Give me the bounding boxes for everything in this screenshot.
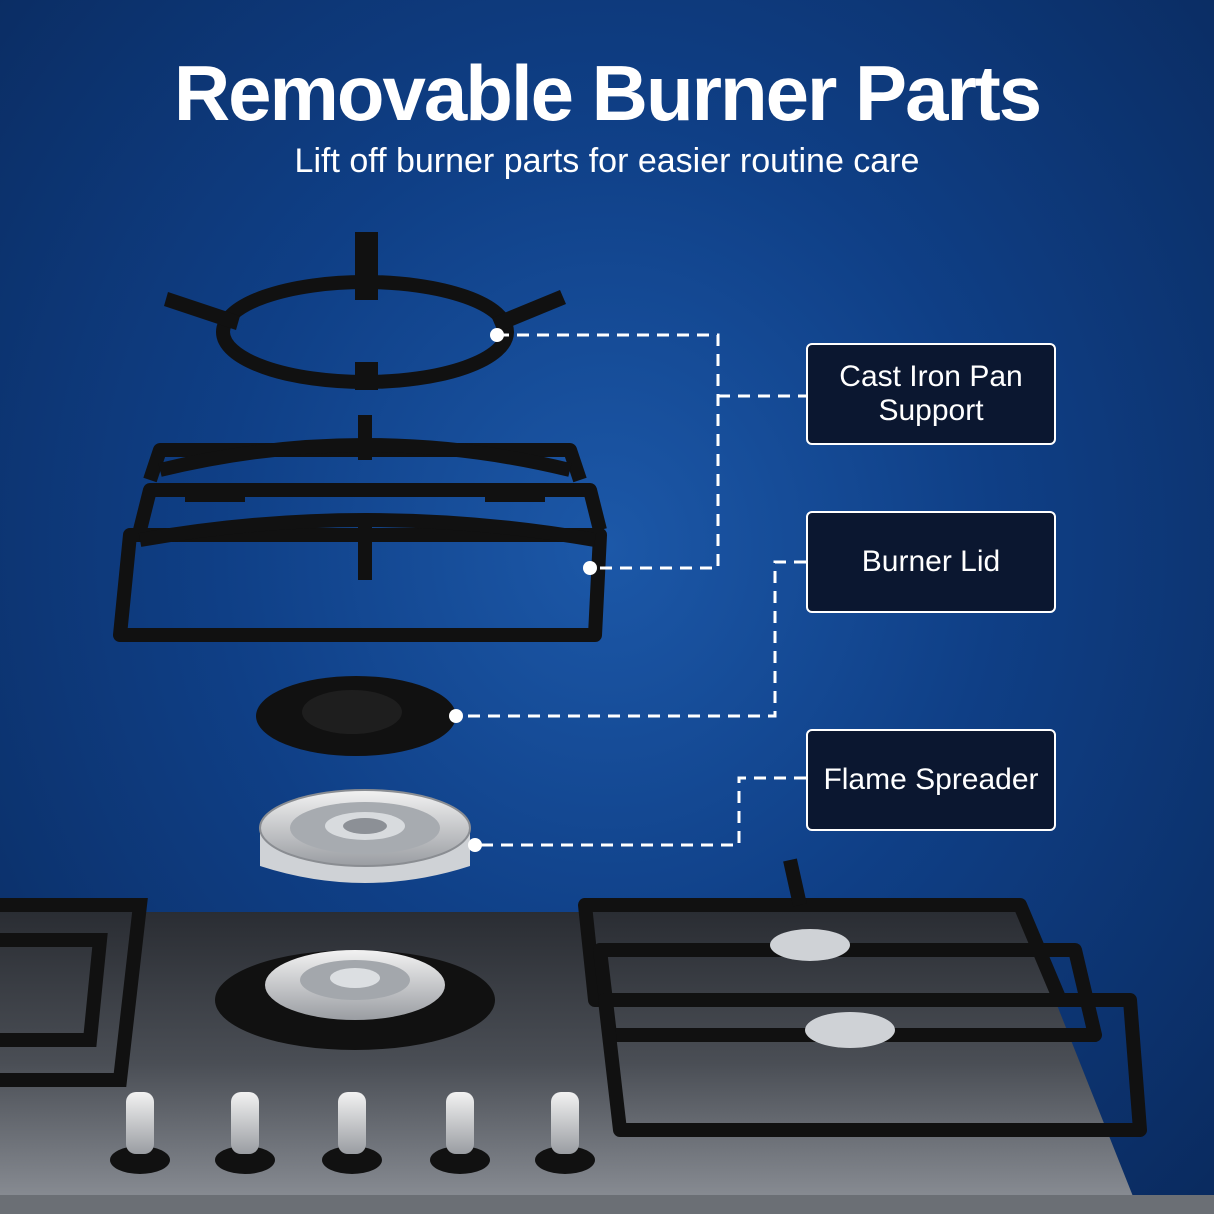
label-cast-iron-pan-support-line1: Cast Iron Pan (839, 360, 1023, 393)
flame-spreader-part (259, 789, 471, 883)
burner-lid-part (256, 676, 456, 756)
connector-lines (456, 333, 806, 847)
label-cast-iron-pan-support-line2: Support (878, 394, 984, 427)
label-flame-spreader: Flame Spreader (806, 729, 1056, 831)
connector-dots (449, 328, 597, 852)
page-title: Removable Burner Parts (173, 49, 1042, 137)
page-subtitle: Lift off burner parts for easier routine… (294, 142, 920, 180)
cooktop (0, 858, 1214, 1214)
control-knobs (110, 1092, 595, 1174)
square-grate (113, 415, 607, 642)
label-burner-lid-text: Burner Lid (861, 545, 1001, 578)
label-burner-lid: Burner Lid (806, 511, 1056, 613)
label-cast-iron-pan-support: Cast Iron Pan Support (806, 343, 1056, 445)
wok-ring (164, 232, 566, 390)
label-flame-spreader-text: Flame Spreader (823, 763, 1039, 796)
